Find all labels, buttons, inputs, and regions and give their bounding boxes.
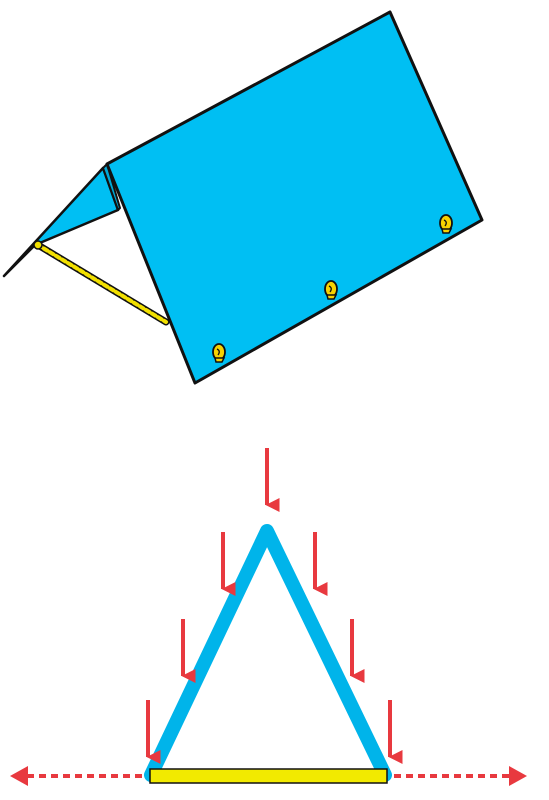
a-frame-legs [144, 524, 392, 782]
load-arrows [146, 448, 403, 764]
left-panel-inner [102, 163, 121, 211]
force-diagram [10, 448, 527, 786]
a-frame-illustration [2, 10, 484, 385]
left-thrust-arrow [10, 766, 142, 786]
hinge-bolt-icon [439, 214, 453, 234]
rope-knot [33, 240, 43, 250]
right-thrust-arrow [394, 766, 527, 786]
hinge-bolt-icon [324, 280, 338, 300]
base-tie-bar [149, 768, 388, 784]
front-panel [105, 10, 484, 385]
hinge-bolt-icon [212, 343, 226, 363]
tie-rope [33, 240, 170, 326]
